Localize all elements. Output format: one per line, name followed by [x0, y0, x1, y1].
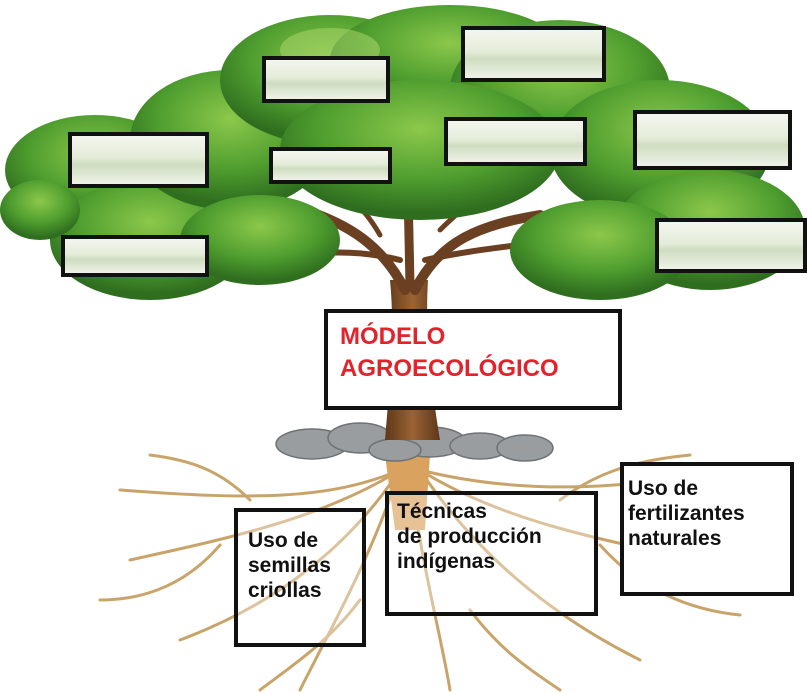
root-label-fertilizantes: Uso de fertilizantes naturales [628, 477, 745, 550]
canopy-blank-box-6[interactable] [633, 110, 792, 170]
canopy-blank-box-3[interactable] [68, 132, 209, 188]
canopy-blank-box-4[interactable] [269, 147, 392, 184]
roots-illustration [98, 453, 742, 692]
canopy-blank-box-7[interactable] [61, 235, 209, 277]
root-label-tecnicas: Técnicas de producción indígenas [397, 500, 542, 573]
root-box-tecnicas: Técnicas de producción indígenas [385, 491, 598, 616]
center-title: MÓDELO AGROECOLÓGICO [340, 323, 559, 382]
root-label-semillas: Uso de semillas criollas [248, 529, 331, 602]
center-title-box: MÓDELO AGROECOLÓGICO [324, 309, 622, 410]
root-box-semillas: Uso de semillas criollas [234, 508, 366, 647]
canopy-blank-box-1[interactable] [262, 56, 390, 103]
canopy-blank-box-8[interactable] [655, 218, 807, 273]
canopy-blank-box-5[interactable] [444, 117, 587, 166]
root-box-fertilizantes: Uso de fertilizantes naturales [620, 462, 794, 596]
stones-illustration [275, 422, 554, 462]
canopy-blank-box-2[interactable] [461, 26, 606, 82]
